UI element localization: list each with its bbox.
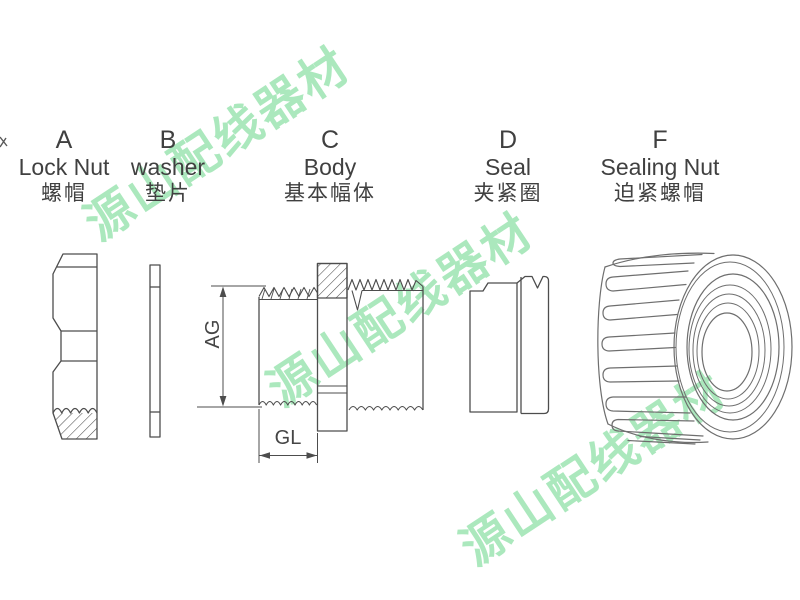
- seal-drawing: [469, 275, 550, 415]
- dimension-gl: GL: [258, 409, 318, 463]
- dim-label-gl: GL: [275, 427, 302, 449]
- left-edge-artifact: [0, 136, 8, 148]
- washer-drawing: [149, 264, 161, 438]
- body-drawing: AG GL: [197, 262, 424, 463]
- dim-label-ag: AG: [202, 320, 224, 349]
- dimension-ag: AG: [197, 285, 266, 408]
- lock-nut-drawing: [52, 253, 98, 440]
- sealing-nut-drawing: [597, 252, 793, 445]
